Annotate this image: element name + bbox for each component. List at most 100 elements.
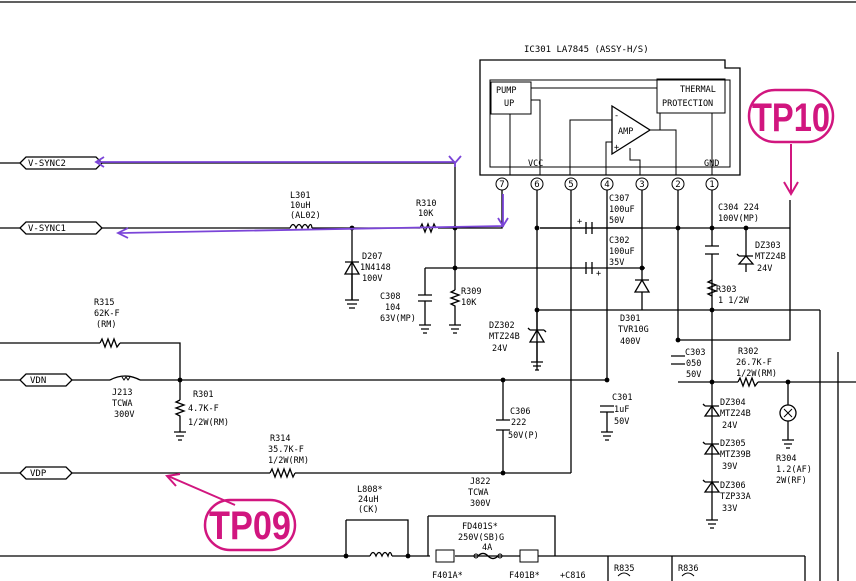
r304-val: 1.2(AF) <box>776 465 812 475</box>
resistor-r302: R302 26.7K-F 1/2W(RM) <box>736 347 777 388</box>
r315-val: 62K-F <box>94 309 120 319</box>
tp09-callout: TP09 <box>165 473 297 552</box>
j822-ref: J822 <box>470 477 490 487</box>
c308-val: 104 <box>385 303 400 313</box>
d301-ref: D301 <box>620 314 640 324</box>
c308-ref: C308 <box>380 292 400 302</box>
r301-val: 4.7K-F <box>188 404 219 414</box>
pin-7: 7 <box>499 180 504 190</box>
r309-ref: R309 <box>461 287 481 297</box>
pump-label: PUMP <box>496 86 516 96</box>
r304-rating: 2W(RF) <box>776 476 807 486</box>
r302-val: 26.7K-F <box>736 358 772 368</box>
l301-val: 10uH <box>290 201 310 211</box>
f401a-ref: F401A* <box>432 571 463 581</box>
l301-note: (AL02) <box>290 211 321 221</box>
r835-ref: R835 <box>614 564 634 574</box>
capacitor-c301: C301 1uF 50V <box>600 393 632 441</box>
r304-ref: R304 <box>776 454 796 464</box>
fd401-ref: FD401S* <box>462 522 498 532</box>
r315-note: (RM) <box>96 320 116 330</box>
j213-val: TCWA <box>112 399 132 409</box>
f401b-ref: F401B* <box>509 571 540 581</box>
dz303-rating: 24V <box>757 264 772 274</box>
capacitor-c306: C306 222 50V(P) <box>496 407 539 441</box>
vdp-label: VDP <box>30 469 47 479</box>
c304-rating: 100V(MP) <box>718 214 759 224</box>
jumper-j213: J213 TCWA 300V <box>109 375 141 420</box>
capacitor-c303: C303 050 50V <box>671 348 705 380</box>
r302-note: 1/2W(RM) <box>736 369 777 379</box>
l808-val: 24uH <box>358 495 378 505</box>
tp10-callout: TP10 <box>747 88 835 196</box>
inductor-l808: L808* 24uH (CK) <box>357 485 393 558</box>
vsync2-label: V-SYNC2 <box>28 159 66 169</box>
d207-rating: 100V <box>362 274 382 284</box>
dz302-rating: 24V <box>492 344 507 354</box>
fd401-rating: 4A <box>482 543 492 553</box>
diode-d301: D301 TVR10G 400V <box>618 260 651 347</box>
c302-rating: 35V <box>609 258 624 268</box>
c302-val: 100uF <box>609 247 635 257</box>
dz304-val: MTZ24B <box>720 409 751 419</box>
d207-ref: D207 <box>362 252 382 262</box>
r314-ref: R314 <box>270 434 290 444</box>
r310-val: 10K <box>418 209 434 219</box>
pin-2: 2 <box>675 180 680 190</box>
capacitor-c304: C304 224 100V(MP) <box>705 203 759 270</box>
dz305-val: MTZ39B <box>720 450 751 460</box>
dz306-val: TZP33A <box>720 492 751 502</box>
wiring <box>0 190 856 581</box>
dz303-val: MTZ24B <box>755 252 786 262</box>
dz302-ref: DZ302 <box>489 321 515 331</box>
l808-note: (CK) <box>358 505 378 515</box>
r309-val: 10K <box>461 298 477 308</box>
amp-minus: - <box>614 111 619 121</box>
c301-ref: C301 <box>612 393 632 403</box>
protection-label: PROTECTION <box>662 99 713 109</box>
c303-rating: 50V <box>686 370 701 380</box>
resistor-r310: R310 10K <box>416 199 437 234</box>
j822-val: TCWA <box>468 488 488 498</box>
dz305-rating: 39V <box>722 462 737 472</box>
c303-val: 050 <box>686 359 701 369</box>
thermal-protection-block <box>656 78 726 114</box>
vsync1-label: V-SYNC1 <box>28 224 66 234</box>
c307-ref: C307 <box>609 194 629 204</box>
r301-note: 1/2W(RM) <box>188 418 229 428</box>
resistor-r309: R309 10K <box>449 287 481 334</box>
r301-ref: R301 <box>193 390 213 400</box>
c306-val: 222 <box>511 418 526 428</box>
dz303-ref: DZ303 <box>755 241 781 251</box>
resistor-r301: R301 4.7K-F 1/2W(RM) <box>174 390 229 441</box>
j822-rating: 300V <box>470 499 490 509</box>
c306-rating: 50V(P) <box>508 431 539 441</box>
c303-ref: C303 <box>685 348 705 358</box>
vcc-label: VCC <box>528 159 543 169</box>
zener-dz302: DZ302 MTZ24B 24V <box>489 310 547 371</box>
c308-rating: 63V(MP) <box>380 314 416 324</box>
pump-up-block <box>490 81 532 115</box>
d207-val: 1N4148 <box>360 263 391 273</box>
r314-val: 35.7K-F <box>268 445 304 455</box>
dz306-rating: 33V <box>722 504 737 514</box>
l808-ref: L808* <box>357 485 383 495</box>
c307-rating: 50V <box>609 216 624 226</box>
l301-ref: L301 <box>290 191 310 201</box>
amp-triangle <box>611 104 652 156</box>
c816-ref: +C816 <box>560 571 586 581</box>
r315-ref: R315 <box>94 298 114 308</box>
pin-4: 4 <box>604 180 609 190</box>
amp-plus: + <box>614 143 619 153</box>
c307-val: 100uF <box>609 205 635 215</box>
dz304-ref: DZ304 <box>720 398 746 408</box>
capacitor-c307: + C307 100uF 50V <box>577 194 635 234</box>
resistor-r304: R304 1.2(AF) 2W(RF) <box>776 404 812 486</box>
up-label: UP <box>504 99 514 109</box>
pin-5: 5 <box>568 180 573 190</box>
c307-plus: + <box>577 217 582 227</box>
c301-rating: 50V <box>614 417 629 427</box>
inductor-l301: L301 10uH (AL02) <box>289 191 321 230</box>
capacitor-c308: C308 104 63V(MP) <box>380 292 432 334</box>
zener-dz306: DZ306 TZP33A 33V <box>702 479 751 529</box>
